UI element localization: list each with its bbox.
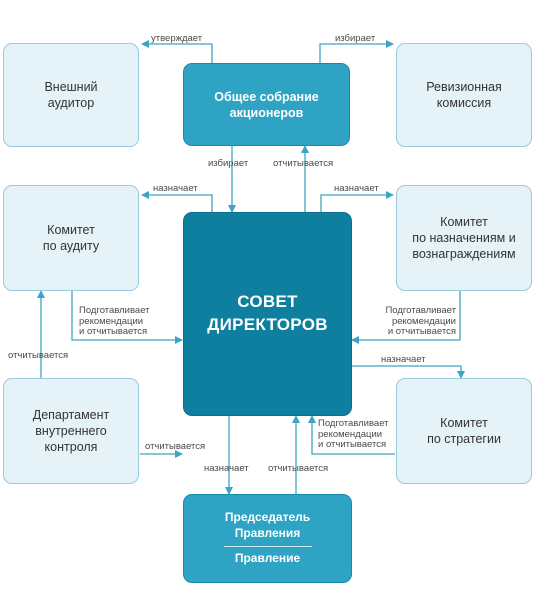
label-reports-control-to-board: отчитывается xyxy=(145,441,206,452)
board-of-directors-box: СОВЕТ ДИРЕКТОРОВ xyxy=(183,212,352,416)
chairman-divider xyxy=(223,546,312,548)
internal-control-box: Департамент внутреннего контроля xyxy=(3,378,139,484)
label-appoints-chairman: назначает xyxy=(204,463,249,474)
label-reports-chairman: отчитывается xyxy=(268,463,329,474)
label-elects-board: избирает xyxy=(208,158,249,169)
arrow-appoints-strategy xyxy=(352,365,465,379)
chairman-label: Председатель Правления xyxy=(224,510,311,540)
label-approves: утверждает xyxy=(151,33,203,44)
arrow-approves xyxy=(141,40,213,63)
arrow-elects-commission xyxy=(319,40,394,63)
arrow-appoints-nomination xyxy=(320,191,394,212)
external-auditor-box: Внешний аудитор xyxy=(3,43,139,147)
label-reports-control-to-audit: отчитывается xyxy=(8,350,69,361)
arrow-prepares-audit xyxy=(71,291,183,344)
management-board-label: Правление xyxy=(234,551,301,566)
strategy-committee-box: Комитет по стратегии xyxy=(396,378,532,484)
nomination-committee-box: Комитет по назначениям и вознаграждениям xyxy=(396,185,532,291)
arrow-prepares-strategy xyxy=(308,415,395,455)
arrow-prepares-nomination xyxy=(351,291,461,344)
label-appoints-strategy: назначает xyxy=(381,354,426,365)
arrow-appoints-audit xyxy=(141,191,213,212)
audit-committee-box: Комитет по аудиту xyxy=(3,185,139,291)
label-reports-to-meeting: отчитывается xyxy=(273,158,334,169)
audit-commission-box: Ревизионная комиссия xyxy=(396,43,532,147)
label-appoints-audit: назначает xyxy=(153,183,198,194)
label-prepares-audit: Подготавливает рекомендации и отчитывает… xyxy=(79,305,150,338)
label-prepares-nomination: Подготавливает рекомендации и отчитывает… xyxy=(385,305,456,338)
label-appoints-nomination: назначает xyxy=(334,183,379,194)
chairman-box: Председатель Правления Правление xyxy=(183,494,352,583)
label-prepares-strategy: Подготавливает рекомендации и отчитывает… xyxy=(318,418,389,451)
shareholders-meeting-box: Общее собрание акционеров xyxy=(183,63,350,146)
label-elects-commission: избирает xyxy=(335,33,376,44)
